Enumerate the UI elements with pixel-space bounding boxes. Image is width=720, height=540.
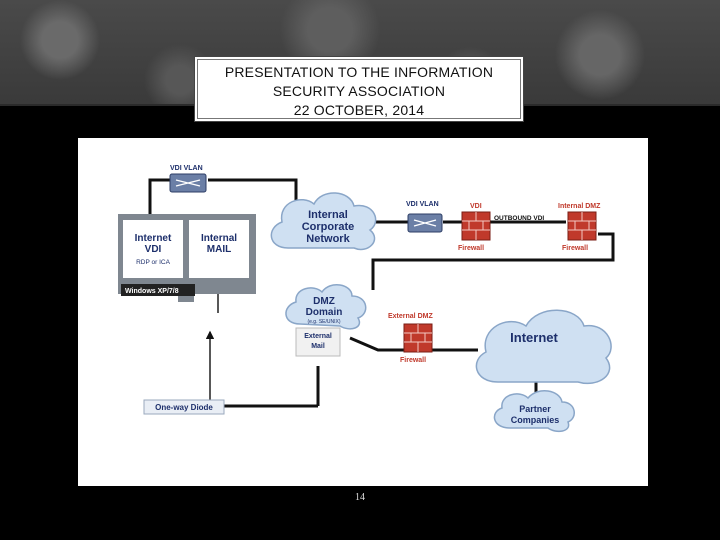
slide-title: PRESENTATION TO THE INFORMATION SECURITY…	[194, 56, 524, 122]
vdi-vlan-right-switch: VDI VLAN	[406, 201, 443, 233]
brick-pattern	[404, 324, 432, 352]
firewall-2-label: Firewall	[562, 245, 588, 252]
mail-panel-line-1: Internal	[201, 233, 237, 244]
diode-label: One-way Diode	[155, 403, 213, 412]
external-dmz-firewall: External DMZ Firewall	[388, 313, 433, 364]
switch-arrows-icon	[413, 219, 437, 227]
external-dmz-label: External DMZ	[388, 313, 433, 320]
line-dmz-to-external	[349, 336, 408, 352]
brick-pattern	[568, 212, 596, 240]
internet-cloud: Internet	[475, 309, 612, 385]
outbound-vdi-label: OUTBOUND VDI	[494, 215, 544, 222]
vdi-panel-line-2: VDI	[145, 244, 162, 255]
vdi-firewall: VDI Firewall	[458, 203, 491, 252]
vdi-vlan-top-label: VDI VLAN	[170, 165, 203, 172]
cloud-shape	[493, 390, 575, 433]
partner-text-1: Partner	[519, 404, 551, 414]
workstation-monitor: Internet VDI RDP or ICA Internal MAIL Wi…	[118, 214, 256, 302]
mail-panel-line-2: MAIL	[207, 244, 231, 255]
dmz-domain-cloud: DMZ Domain (e.g. SE/UNIX)	[285, 284, 367, 330]
vdi-panel-line-1: Internet	[135, 233, 172, 244]
dmz-text-2: Domain	[306, 307, 343, 318]
brick-pattern	[462, 212, 490, 240]
vdi-vlan-top-switch: VDI VLAN	[169, 165, 207, 193]
external-mail-line-1: External	[304, 333, 332, 340]
vdi-panel	[123, 220, 183, 278]
cloud-shape	[270, 192, 377, 251]
partner-text-2: Companies	[511, 415, 560, 425]
network-diagram-svg: VDI VLAN Internet VDI RDP or ICA Interna…	[118, 165, 615, 433]
cloud-text-1: Internal	[308, 209, 348, 221]
cloud-shape	[285, 284, 367, 330]
switch-arrows-icon	[175, 179, 201, 187]
cloud-shape	[475, 309, 612, 385]
internal-dmz-firewall: Internal DMZ Firewall	[558, 203, 601, 252]
taskbar	[121, 284, 195, 296]
line-vlan-to-network	[208, 178, 298, 210]
title-line-3: 22 OCTOBER, 2014	[293, 102, 425, 118]
internet-label: Internet	[510, 330, 558, 345]
line-dmz-loop	[371, 232, 615, 290]
firewall-3-label: Firewall	[400, 357, 426, 364]
title-line-2: SECURITY ASSOCIATION	[272, 83, 446, 99]
mail-panel	[189, 220, 249, 278]
network-diagram: VDI VLAN Internet VDI RDP or ICA Interna…	[78, 138, 648, 486]
partner-companies-cloud: Partner Companies	[493, 390, 575, 433]
corporate-network-cloud: Internal Corporate Network	[270, 192, 377, 251]
vdi-label: VDI	[470, 203, 482, 210]
external-mail-panel	[295, 327, 341, 357]
one-way-diode: One-way Diode	[143, 399, 225, 415]
line-monitor-to-vlan	[148, 178, 173, 218]
vdi-panel-line-3: RDP or ICA	[136, 259, 170, 266]
monitor-stand	[178, 296, 194, 302]
cloud-text-2: Corporate	[302, 221, 355, 233]
page-number: 14	[355, 492, 365, 503]
dmz-text-1: DMZ	[313, 296, 335, 307]
vdi-vlan-right-label: VDI VLAN	[406, 201, 439, 208]
dmz-text-3: (e.g. SE/UNIX)	[307, 319, 340, 325]
cloud-text-3: Network	[306, 233, 350, 245]
internal-dmz-label: Internal DMZ	[558, 203, 601, 210]
external-mail-line-2: Mail	[311, 343, 325, 350]
firewall-1-label: Firewall	[458, 245, 484, 252]
title-line-1: PRESENTATION TO THE INFORMATION	[224, 64, 494, 80]
diode-box	[143, 399, 225, 415]
windows-label: Windows XP/7/8	[125, 288, 179, 295]
external-mail-box: External Mail	[295, 327, 341, 357]
